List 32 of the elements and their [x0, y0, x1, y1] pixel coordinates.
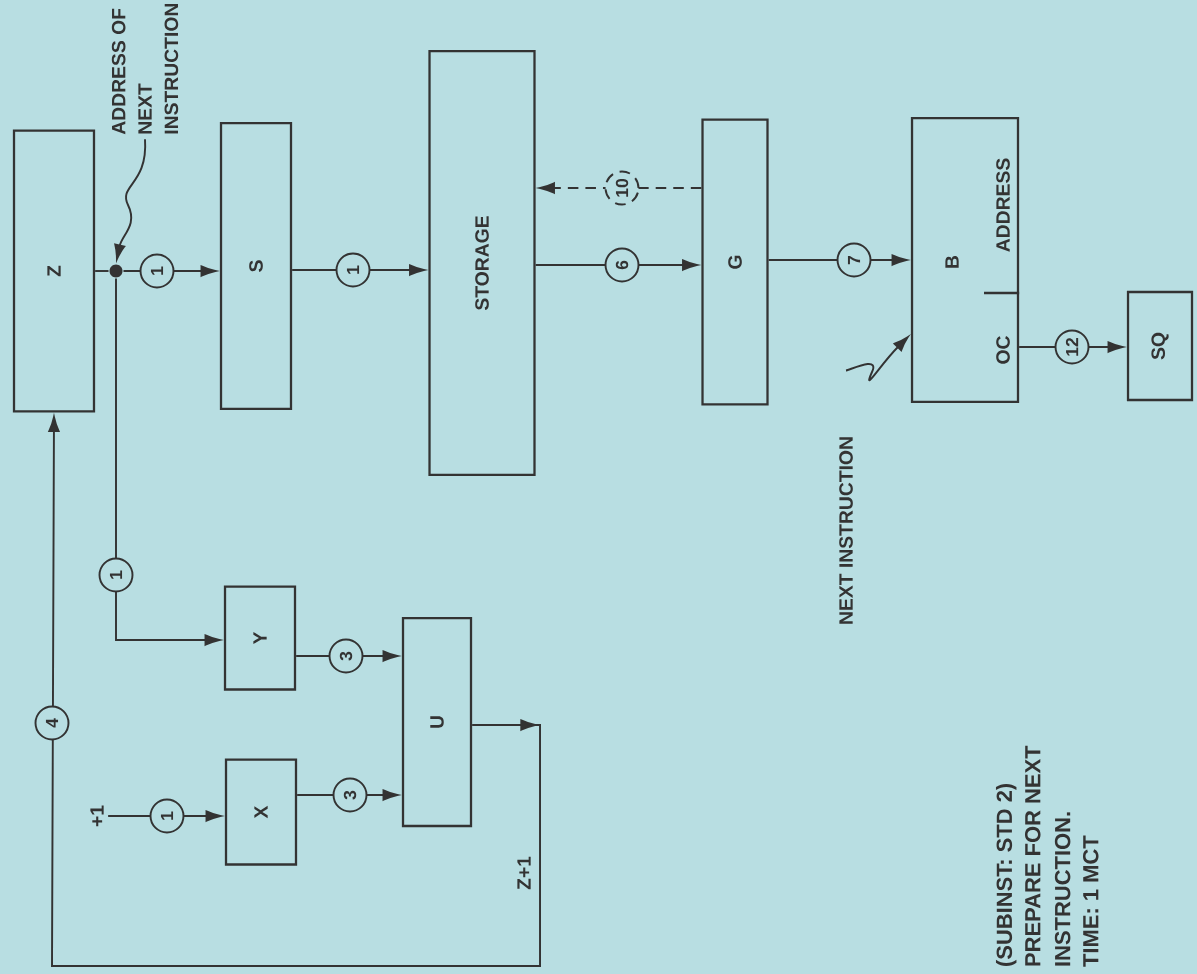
- register-box: G: [701, 118, 769, 406]
- register-box: S: [219, 121, 293, 411]
- register-box: SQ: [1126, 290, 1194, 402]
- edge-label: 4: [34, 705, 70, 741]
- edge-label: 1: [335, 252, 371, 288]
- text-label: +1: [90, 805, 104, 827]
- arrow: [115, 277, 221, 646]
- text-label: Z+1: [517, 856, 531, 890]
- register-box: Z: [12, 129, 96, 413]
- connector-line: [94, 270, 110, 272]
- register-box: STORAGE: [428, 49, 536, 477]
- leader-arrow: [845, 336, 909, 382]
- edge-label: 3: [328, 638, 364, 674]
- arrow: [539, 182, 703, 194]
- edge-label: 3: [332, 777, 368, 813]
- register-box: Y: [223, 585, 297, 691]
- note-text: TIME: 1 MCT: [1083, 835, 1099, 967]
- text-label: NEXT INSTRUCTION: [839, 437, 853, 624]
- edge-label: 1: [98, 557, 134, 593]
- register-box: B ADDRESS OC: [910, 116, 1020, 404]
- text-label: ADDRESS OF NEXT INSTRUCTION: [111, 4, 179, 135]
- edge-label: 10: [604, 170, 640, 206]
- note-text: PREPARE FOR NEXT INSTRUCTION.: [1025, 745, 1071, 966]
- register-box: X: [224, 758, 298, 866]
- register-box: U: [401, 616, 473, 828]
- edge-label: 6: [604, 247, 640, 283]
- note-text: (SUBINST: STD 2): [995, 783, 1017, 966]
- arrow: [48, 416, 541, 967]
- edge-label: 12: [1054, 329, 1090, 365]
- edge-label: 1: [139, 253, 175, 289]
- edge-label: 7: [836, 242, 872, 278]
- edge-label: 1: [149, 798, 185, 834]
